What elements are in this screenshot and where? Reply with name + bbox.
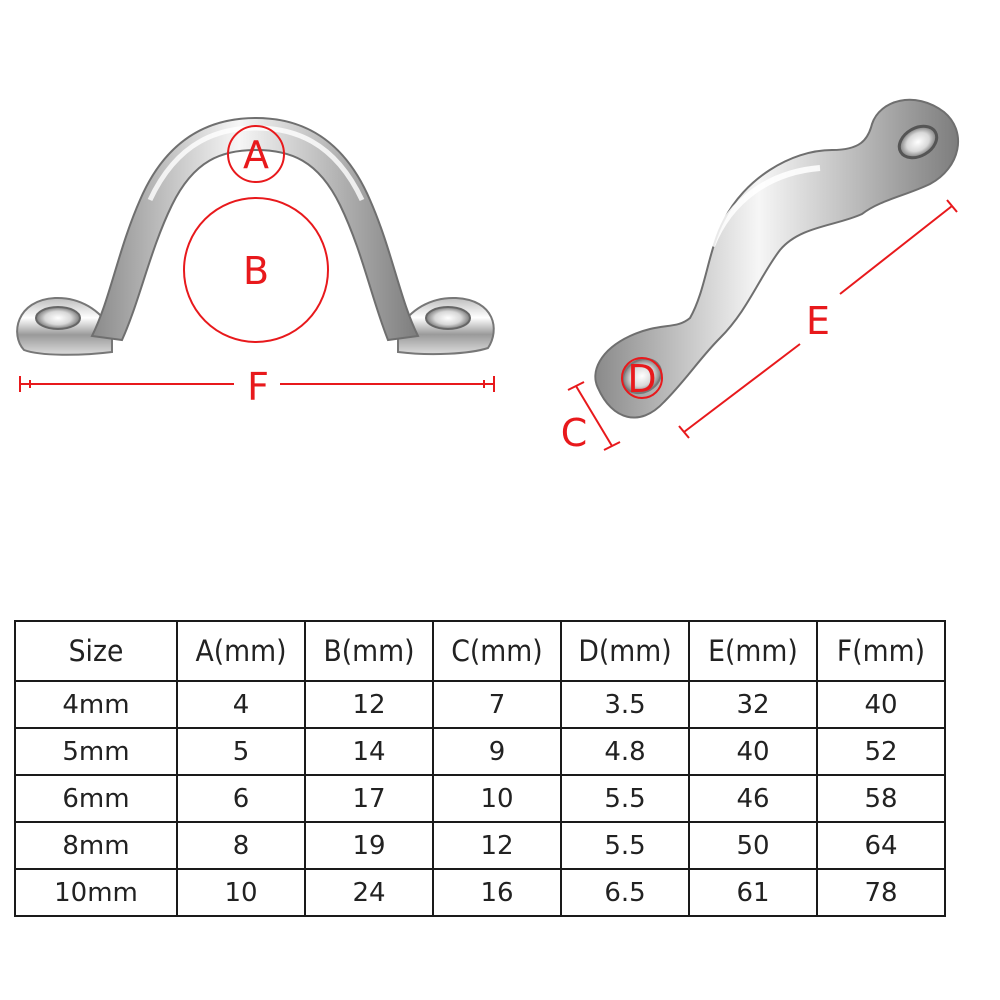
cell-size: 8mm <box>14 821 178 870</box>
cell-a: 6 <box>176 774 306 823</box>
cell-b: 19 <box>304 821 434 870</box>
cell-e: 32 <box>688 680 818 729</box>
front-view-pad-eye <box>16 116 495 356</box>
dimension-c-line <box>567 381 621 451</box>
dimension-f-line <box>19 376 495 392</box>
dimension-c-label: C <box>561 411 588 455</box>
cell-c: 9 <box>432 727 562 776</box>
cell-e: 50 <box>688 821 818 870</box>
header-a: A(mm) <box>181 620 301 682</box>
dimension-d-label: D <box>627 357 656 401</box>
cell-c: 12 <box>432 821 562 870</box>
table-row: 5mm 5 14 9 4.8 40 52 <box>14 727 946 776</box>
cell-c: 16 <box>432 868 562 917</box>
cell-d: 5.5 <box>560 774 690 823</box>
dimension-e-label: E <box>806 299 830 343</box>
header-d: D(mm) <box>565 620 685 682</box>
cell-size: 5mm <box>14 727 178 776</box>
header-size: Size <box>20 620 172 682</box>
cell-e: 61 <box>688 868 818 917</box>
dimension-b-label: B <box>243 249 269 293</box>
cell-a: 5 <box>176 727 306 776</box>
cell-d: 5.5 <box>560 821 690 870</box>
cell-b: 24 <box>304 868 434 917</box>
header-e: E(mm) <box>693 620 813 682</box>
cell-d: 4.8 <box>560 727 690 776</box>
cell-f: 40 <box>816 680 946 729</box>
dimension-a-circle <box>227 125 285 183</box>
cell-b: 17 <box>304 774 434 823</box>
cell-f: 64 <box>816 821 946 870</box>
cell-f: 52 <box>816 727 946 776</box>
size-spec-table: Size A(mm) B(mm) C(mm) D(mm) E(mm) F(mm)… <box>14 620 946 917</box>
cell-b: 14 <box>304 727 434 776</box>
cell-e: 46 <box>688 774 818 823</box>
cell-f: 78 <box>816 868 946 917</box>
dimension-a-label: A <box>243 133 269 177</box>
cell-size: 10mm <box>14 868 178 917</box>
dimension-b-circle <box>183 197 329 343</box>
header-c: C(mm) <box>437 620 557 682</box>
cell-c: 7 <box>432 680 562 729</box>
cell-b: 12 <box>304 680 434 729</box>
dimension-d-circle <box>621 357 663 399</box>
cell-c: 10 <box>432 774 562 823</box>
table-row: 10mm 10 24 16 6.5 61 78 <box>14 868 946 917</box>
table-row: 8mm 8 19 12 5.5 50 64 <box>14 821 946 870</box>
product-dimension-diagram: A B F D C E <box>16 98 959 455</box>
header-b: B(mm) <box>309 620 429 682</box>
dimension-e-line <box>678 199 958 439</box>
cell-e: 40 <box>688 727 818 776</box>
header-f: F(mm) <box>821 620 941 682</box>
table-row: 6mm 6 17 10 5.5 46 58 <box>14 774 946 823</box>
cell-d: 3.5 <box>560 680 690 729</box>
cell-size: 6mm <box>14 774 178 823</box>
table-row: 4mm 4 12 7 3.5 32 40 <box>14 680 946 729</box>
cell-d: 6.5 <box>560 868 690 917</box>
cell-a: 4 <box>176 680 306 729</box>
dimension-f-label: F <box>247 365 269 409</box>
cell-a: 10 <box>176 868 306 917</box>
side-view-pad-eye <box>594 98 959 419</box>
table-header-row: Size A(mm) B(mm) C(mm) D(mm) E(mm) F(mm) <box>15 620 945 682</box>
cell-f: 58 <box>816 774 946 823</box>
cell-a: 8 <box>176 821 306 870</box>
cell-size: 4mm <box>14 680 178 729</box>
